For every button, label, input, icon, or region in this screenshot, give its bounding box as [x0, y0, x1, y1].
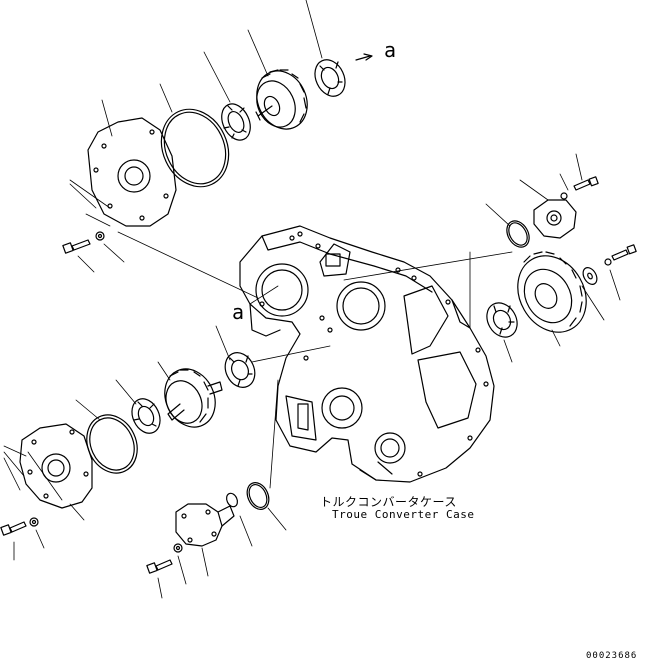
- caption-english: Troue Converter Case: [332, 508, 475, 521]
- leader-lines: [4, 0, 620, 598]
- bottom-flange-cover: [147, 479, 273, 573]
- right-side-parts: [481, 177, 636, 345]
- lower-pump-assembly: [1, 348, 260, 535]
- torque-converter-case: [240, 226, 494, 482]
- assembly-axis-lines: [118, 232, 512, 488]
- reference-letter-top: a: [384, 38, 397, 62]
- caption-japanese: トルクコンバータケース: [320, 495, 457, 509]
- reference-letter-case: a: [232, 300, 245, 324]
- upper-pump-assembly: [63, 54, 372, 253]
- document-number: 00023686: [586, 651, 638, 661]
